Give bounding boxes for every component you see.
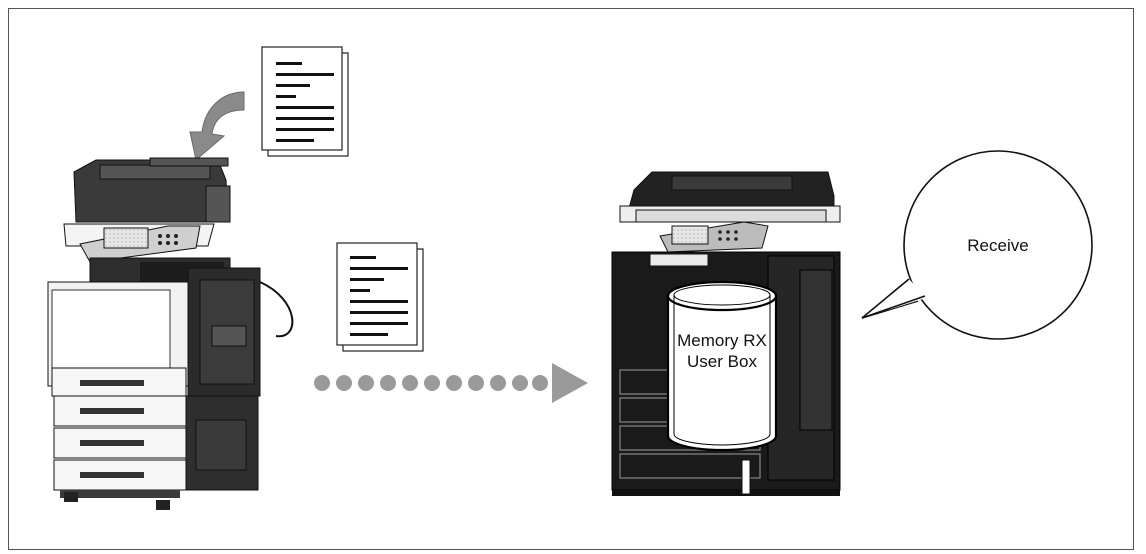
- memory-box-line1: Memory RX: [677, 331, 767, 350]
- original-document-stack-icon: [261, 46, 349, 157]
- transmitted-document-icon: [336, 242, 424, 352]
- memory-rx-user-box-icon: [666, 280, 778, 452]
- memory-box-label: Memory RX User Box: [664, 330, 780, 372]
- memory-box-line2: User Box: [687, 352, 757, 371]
- feed-arrow-icon: [189, 91, 245, 161]
- speech-bubble-text: Receive: [967, 236, 1029, 255]
- receive-speech-bubble: [861, 150, 1093, 340]
- transmission-dots-arrow: [314, 363, 588, 403]
- sender-mfp-icon: [47, 157, 294, 510]
